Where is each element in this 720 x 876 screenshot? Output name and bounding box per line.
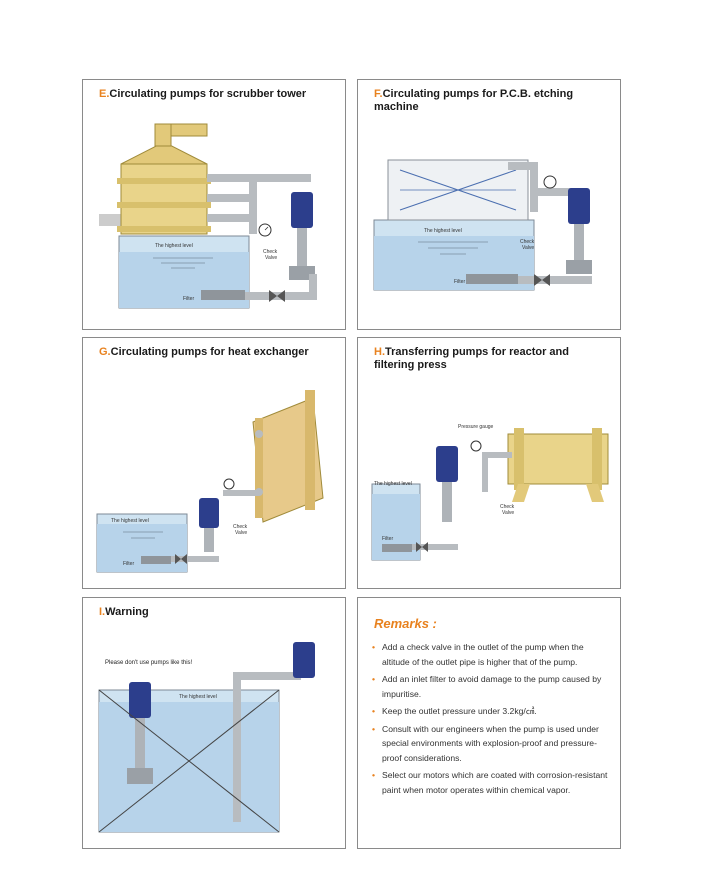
- panel-g-letter: G.: [99, 346, 111, 358]
- pressure-gauge-label: Pressure gauge: [458, 424, 494, 430]
- remarks-list: Add a check valve in the outlet of the p…: [372, 640, 612, 800]
- panel-e-title: E.Circulating pumps for scrubber tower: [99, 88, 329, 101]
- check-valve-label: Check: [233, 524, 248, 530]
- remarks-title: Remarks :: [374, 616, 437, 631]
- warning-diagram: The highest level: [98, 642, 315, 833]
- panel-g-title-text: Circulating pumps for heat exchanger: [110, 346, 309, 358]
- remark-item: Consult with our engineers when the pump…: [372, 722, 612, 766]
- remark-item: Add a check valve in the outlet of the p…: [372, 640, 612, 669]
- highest-level-label: The highest level: [424, 228, 462, 234]
- filter-label: Filter: [454, 279, 465, 285]
- panel-h-letter: H.: [374, 346, 385, 358]
- check-valve-label: Check: [263, 249, 278, 255]
- remark-item: Add an inlet filter to avoid damage to t…: [372, 672, 612, 701]
- panel-e-title-text: Circulating pumps for scrubber tower: [109, 88, 307, 100]
- panel-h-title: H.Transferring pumps for reactor and fil…: [374, 346, 604, 372]
- heat-exchanger-diagram: The highest level Check Valve Filter: [96, 390, 324, 573]
- panel-h-title-text: Transferring pumps for reactor and filte…: [374, 346, 569, 371]
- pcb-etching-diagram: The highest level Check Valve Filter: [373, 159, 592, 291]
- highest-level-label: The highest level: [179, 694, 217, 700]
- highest-level-label: The highest level: [155, 243, 193, 249]
- check-valve-label: Check: [520, 239, 535, 245]
- panel-i-title: I.Warning: [99, 606, 329, 619]
- highest-level-label: The highest level: [374, 481, 412, 487]
- check-valve-label-2: Valve: [502, 510, 514, 516]
- remark-item: Select our motors which are coated with …: [372, 768, 612, 797]
- reactor-filter-press-diagram: Pressure gauge The highest level Check V…: [371, 424, 609, 561]
- panel-f-title: F.Circulating pumps for P.C.B. etching m…: [374, 88, 604, 114]
- panel-e-letter: E.: [99, 88, 110, 100]
- panel-e: E.Circulating pumps for scrubber tower T…: [82, 79, 346, 330]
- remark-item: Keep the outlet pressure under 3.2kg/㎠.: [372, 704, 612, 719]
- panel-i-title-text: Warning: [105, 606, 149, 618]
- check-valve-label-2: Valve: [235, 530, 247, 536]
- check-valve-label-2: Valve: [522, 245, 534, 251]
- panel-h: H.Transferring pumps for reactor and fil…: [357, 337, 621, 589]
- check-valve-label-2: Valve: [265, 255, 277, 261]
- filter-label: Filter: [382, 536, 393, 542]
- highest-level-label: The highest level: [111, 518, 149, 524]
- filter-label: Filter: [123, 561, 134, 567]
- scrubber-tower-diagram: The highest level Check Valve Filter: [99, 123, 317, 309]
- panel-i-letter: I.: [99, 606, 106, 618]
- warning-note: Please don't use pumps like this!: [105, 660, 193, 666]
- panel-f-letter: F.: [374, 88, 383, 100]
- panel-f: F.Circulating pumps for P.C.B. etching m…: [357, 79, 621, 330]
- filter-label: Filter: [183, 296, 194, 302]
- panel-g: G.Circulating pumps for heat exchanger T…: [82, 337, 346, 589]
- panel-i: I.Warning Please don't use pumps like th…: [82, 597, 346, 849]
- panel-f-title-text: Circulating pumps for P.C.B. etching mac…: [374, 88, 574, 113]
- panel-remarks: Remarks : Add a check valve in the outle…: [357, 597, 621, 849]
- panel-g-title: G.Circulating pumps for heat exchanger: [99, 346, 329, 359]
- check-valve-label: Check: [500, 504, 515, 510]
